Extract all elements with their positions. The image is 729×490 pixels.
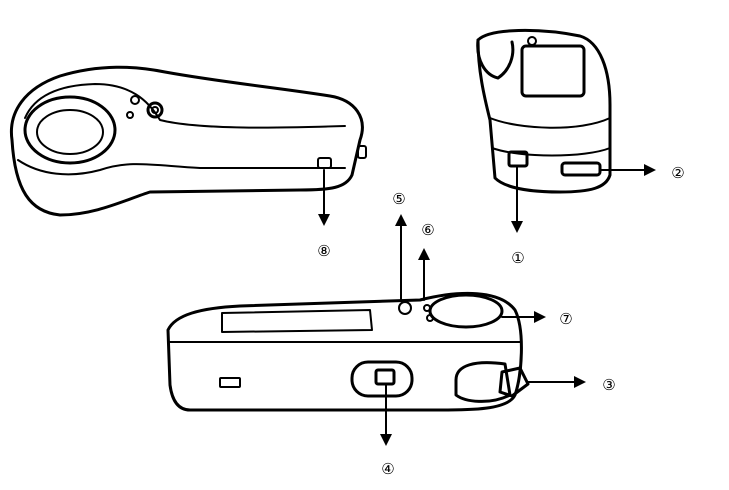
callout-label-3: ③ (602, 376, 615, 394)
callout-label-6: ⑥ (421, 221, 434, 239)
controller-top-view (9, 65, 367, 217)
strap-loop-icon (498, 366, 530, 398)
charge-port-icon (317, 157, 332, 169)
mode-switch-icon (374, 368, 396, 386)
callout-arrows (318, 164, 656, 446)
callout-label-4: ④ (381, 460, 394, 478)
callout-label-7: ⑦ (559, 310, 572, 328)
callout-label-5: ⑤ (392, 190, 405, 208)
controller-side-view (166, 292, 530, 412)
callout-label-8: ⑧ (317, 242, 330, 260)
callout-label-1: ① (511, 249, 524, 267)
controller-front-view (476, 28, 612, 194)
callout-label-2: ② (671, 164, 684, 182)
usb-port-icon (560, 161, 602, 177)
